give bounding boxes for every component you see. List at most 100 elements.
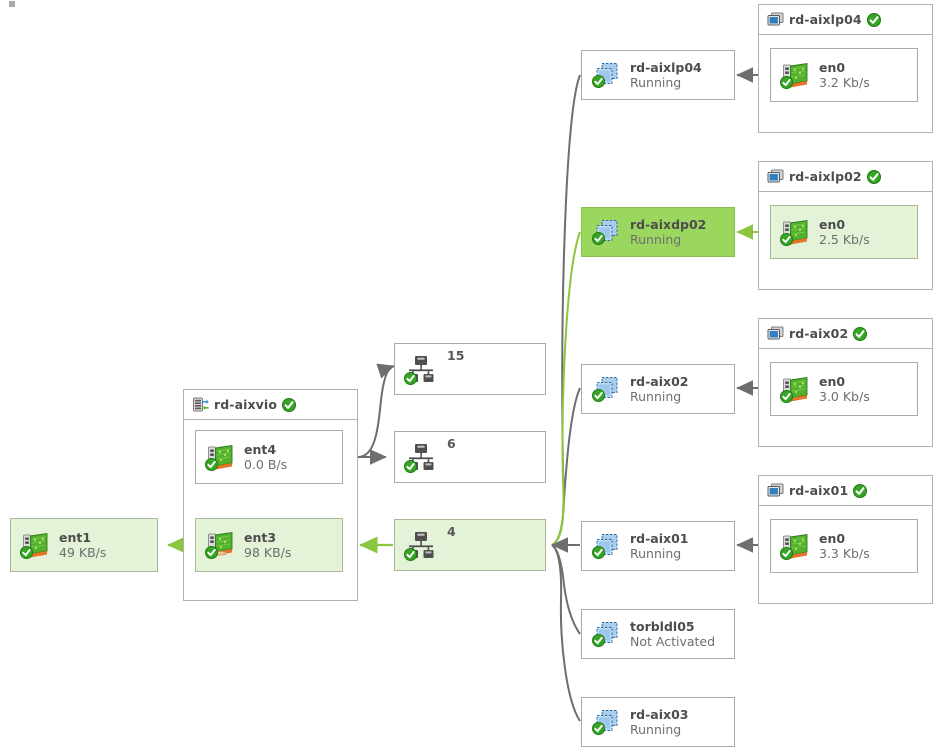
network-adapter-icon <box>780 217 811 247</box>
network-adapter-icon <box>20 530 51 560</box>
interface-name: en0 <box>819 530 846 546</box>
adapter-name: ent3 <box>244 529 277 545</box>
vio-server-title: rd-aixvio <box>214 397 278 412</box>
status-ok-icon <box>866 169 881 184</box>
status-ok-icon <box>853 326 868 341</box>
interface-rate: 3.0 Kb/s <box>819 389 870 404</box>
network-adapter-icon <box>205 442 236 472</box>
edge-bundle-vlan4-to-lpars <box>551 74 581 722</box>
status-ok-icon <box>853 483 868 498</box>
adapter-rate: 98 KB/s <box>244 545 292 560</box>
status-ok-icon <box>592 634 605 647</box>
lpar-state: Not Activated <box>630 634 716 649</box>
vlan-id: 6 <box>447 436 456 451</box>
lpar-node-torbldl05[interactable]: torbldl05 Not Activated <box>581 609 735 659</box>
lpar-name: rd-aix03 <box>630 706 689 722</box>
interface-node-en0-aix01[interactable]: en0 3.3 Kb/s <box>770 519 918 573</box>
adapter-node-ent1[interactable]: ent1 49 KB/s <box>10 518 158 572</box>
status-ok-icon <box>404 548 417 561</box>
client-panel-title: rd-aixlp02 <box>789 169 862 184</box>
vlan-node-15[interactable]: 15 <box>394 343 546 395</box>
adapter-rate: 49 KB/s <box>59 545 107 560</box>
lpar-name: rd-aixlp04 <box>630 59 702 75</box>
client-panel-title: rd-aixlp04 <box>789 12 862 27</box>
status-ok-icon <box>404 372 417 385</box>
interface-node-en0-lp02[interactable]: en0 2.5 Kb/s <box>770 205 918 259</box>
interface-rate: 3.3 Kb/s <box>819 546 870 561</box>
vlan-icon <box>404 529 437 561</box>
lpar-icon <box>592 619 622 649</box>
lpar-node-rd-aix03[interactable]: rd-aix03 Running <box>581 697 735 747</box>
status-ok-icon <box>780 547 793 560</box>
lpar-node-rd-aixlp04[interactable]: rd-aixlp04 Running <box>581 50 735 100</box>
canvas-artifact <box>9 1 15 7</box>
client-lpar-icon <box>767 326 784 341</box>
adapter-name: ent4 <box>244 441 277 457</box>
status-ok-icon <box>780 233 793 246</box>
lpar-node-rd-aix02[interactable]: rd-aix02 Running <box>581 364 735 414</box>
interface-name: en0 <box>819 216 846 232</box>
lpar-icon <box>592 374 622 404</box>
status-ok-icon <box>866 12 881 27</box>
lpar-node-rd-aix01[interactable]: rd-aix01 Running <box>581 521 735 571</box>
client-panel-header: rd-aix02 <box>759 319 932 349</box>
adapter-node-ent4[interactable]: ent4 0.0 B/s <box>195 430 343 484</box>
edge-lpar-to-client-panels <box>736 67 758 553</box>
network-adapter-icon <box>780 374 811 404</box>
client-panel-title: rd-aix01 <box>789 483 849 498</box>
vio-server-header: rd-aixvio <box>184 390 357 420</box>
vlan-node-6[interactable]: 6 <box>394 431 546 483</box>
network-adapter-icon <box>780 60 811 90</box>
interface-name: en0 <box>819 59 846 75</box>
lpar-name: torbldl05 <box>630 618 695 634</box>
status-ok-icon <box>205 458 218 471</box>
lpar-icon <box>592 60 622 90</box>
vlan-node-4[interactable]: 4 <box>394 519 546 571</box>
lpar-state: Running <box>630 546 682 561</box>
lpar-name: rd-aix01 <box>630 530 689 546</box>
status-ok-icon <box>592 75 605 88</box>
interface-node-en0-aix02[interactable]: en0 3.0 Kb/s <box>770 362 918 416</box>
status-ok-icon <box>404 460 417 473</box>
status-ok-icon <box>780 390 793 403</box>
interface-rate: 2.5 Kb/s <box>819 232 870 247</box>
status-ok-icon <box>592 546 605 559</box>
edge-ent4-to-vlan15 <box>357 363 395 458</box>
lpar-icon <box>592 217 622 247</box>
vlan-id: 15 <box>447 348 465 363</box>
vlan-icon <box>404 353 437 385</box>
adapter-name: ent1 <box>59 529 92 545</box>
status-ok-icon <box>20 546 33 559</box>
adapter-rate: 0.0 B/s <box>244 457 288 472</box>
vlan-icon <box>404 441 437 473</box>
client-panel-rd-aix02[interactable]: rd-aix02 <box>758 318 933 447</box>
lpar-state: Running <box>630 75 682 90</box>
lpar-icon <box>592 531 622 561</box>
status-ok-icon <box>592 389 605 402</box>
status-ok-icon <box>282 397 297 412</box>
interface-name: en0 <box>819 373 846 389</box>
client-lpar-icon <box>767 12 784 27</box>
shared-network-adapter-icon <box>205 530 236 560</box>
status-ok-icon <box>205 546 218 559</box>
client-lpar-icon <box>767 169 784 184</box>
lpar-state: Running <box>630 232 682 247</box>
interface-node-en0-lp04[interactable]: en0 3.2 Kb/s <box>770 48 918 102</box>
lpar-state: Running <box>630 389 682 404</box>
status-ok-icon <box>592 722 605 735</box>
network-adapter-icon <box>780 531 811 561</box>
status-ok-icon <box>780 76 793 89</box>
vlan-id: 4 <box>447 524 456 539</box>
lpar-node-rd-aixdp02[interactable]: rd-aixdp02 Running <box>581 207 735 257</box>
adapter-node-ent3[interactable]: ent3 98 KB/s <box>195 518 343 572</box>
lpar-icon <box>592 707 622 737</box>
client-panel-title: rd-aix02 <box>789 326 849 341</box>
lpar-state: Running <box>630 722 682 737</box>
vio-server-icon <box>192 396 209 413</box>
client-lpar-icon <box>767 483 784 498</box>
lpar-name: rd-aixdp02 <box>630 216 707 232</box>
lpar-name: rd-aix02 <box>630 373 689 389</box>
client-panel-header: rd-aixlp04 <box>759 5 932 35</box>
status-ok-icon <box>592 232 605 245</box>
